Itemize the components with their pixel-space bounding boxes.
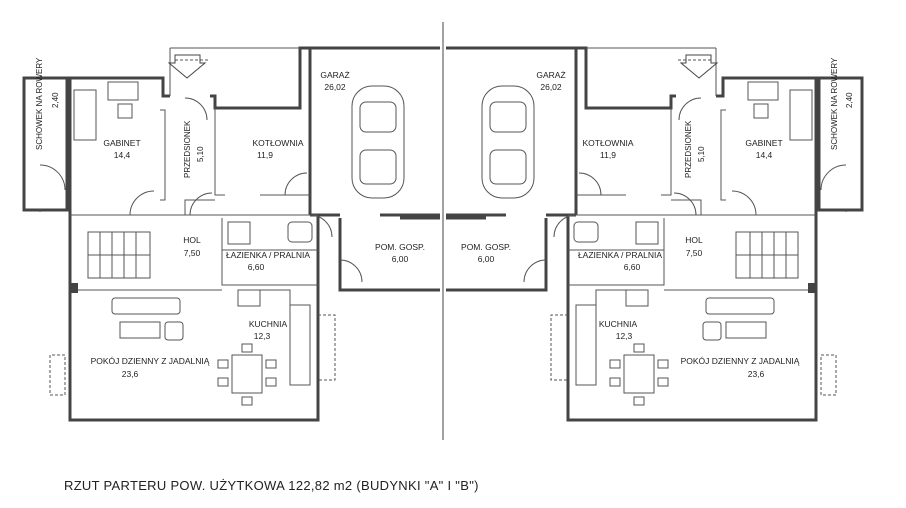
vestibule-name: PRZEDSIONEK — [183, 120, 192, 178]
kitchen-area: 12,3 — [254, 331, 271, 341]
living-area: 23,6 — [748, 369, 765, 379]
bathroom-area: 6,60 — [248, 262, 265, 272]
kitchen-area: 12,3 — [616, 331, 633, 341]
office-area: 14,4 — [756, 150, 773, 160]
bathroom-name: ŁAZIENKA / PRALNIA — [226, 250, 310, 260]
bathroom-name: ŁAZIENKA / PRALNIA — [578, 250, 662, 260]
unit-b-labels: GARAŻ 26,02 KOTŁOWNIA 11,9 GABINET 14,4 … — [461, 57, 854, 379]
living-name: POKÓJ DZIENNY Z JADALNIĄ — [91, 356, 210, 366]
utility-area: 6,00 — [392, 254, 409, 264]
utility-area: 6,00 — [478, 254, 495, 264]
bathroom-area: 6,60 — [624, 262, 641, 272]
boiler-area: 11,9 — [600, 150, 616, 160]
hall-area: 7,50 — [184, 248, 201, 258]
boiler-name: KOTŁOWNIA — [252, 138, 303, 148]
storage-area: 2,40 — [51, 92, 60, 108]
storage-area: 2,40 — [845, 92, 854, 108]
kitchen-name: KUCHNIA — [249, 319, 288, 329]
vestibule-area: 5,10 — [196, 146, 205, 162]
hall-name: HOL — [183, 235, 201, 245]
utility-name: POM. GOSP. — [375, 242, 425, 252]
vestibule-name: PRZEDSIONEK — [684, 120, 693, 178]
garage-area: 26,02 — [540, 82, 562, 92]
utility-name: POM. GOSP. — [461, 242, 511, 252]
vestibule-area: 5,10 — [697, 146, 706, 162]
boiler-name: KOTŁOWNIA — [582, 138, 633, 148]
hall-name: HOL — [685, 235, 703, 245]
garage-name: GARAŻ — [536, 70, 565, 80]
storage-name: SCHOWEK NA ROWERY — [830, 57, 839, 150]
office-name: GABINET — [103, 138, 140, 148]
garage-name: GARAŻ — [320, 70, 349, 80]
office-name: GABINET — [745, 138, 782, 148]
kitchen-name: KUCHNIA — [599, 319, 638, 329]
living-area: 23,6 — [122, 369, 139, 379]
floor-plan: GARAŻ 26,02 KOTŁOWNIA 11,9 GABINET 14,4 … — [22, 22, 864, 440]
storage-name: SCHOWEK NA ROWERY — [35, 57, 44, 150]
hall-area: 7,50 — [686, 248, 703, 258]
garage-area: 26,02 — [324, 82, 346, 92]
plan-caption: RZUT PARTERU POW. UŻYTKOWA 122,82 m2 (BU… — [64, 478, 479, 493]
boiler-area: 11,9 — [257, 150, 273, 160]
unit-a-labels: GARAŻ 26,02 KOTŁOWNIA 11,9 GABINET 14,4 … — [35, 57, 425, 379]
living-name: POKÓJ DZIENNY Z JADALNIĄ — [681, 356, 800, 366]
office-area: 14,4 — [114, 150, 131, 160]
unit-a — [22, 46, 442, 422]
unit-b — [444, 46, 864, 422]
